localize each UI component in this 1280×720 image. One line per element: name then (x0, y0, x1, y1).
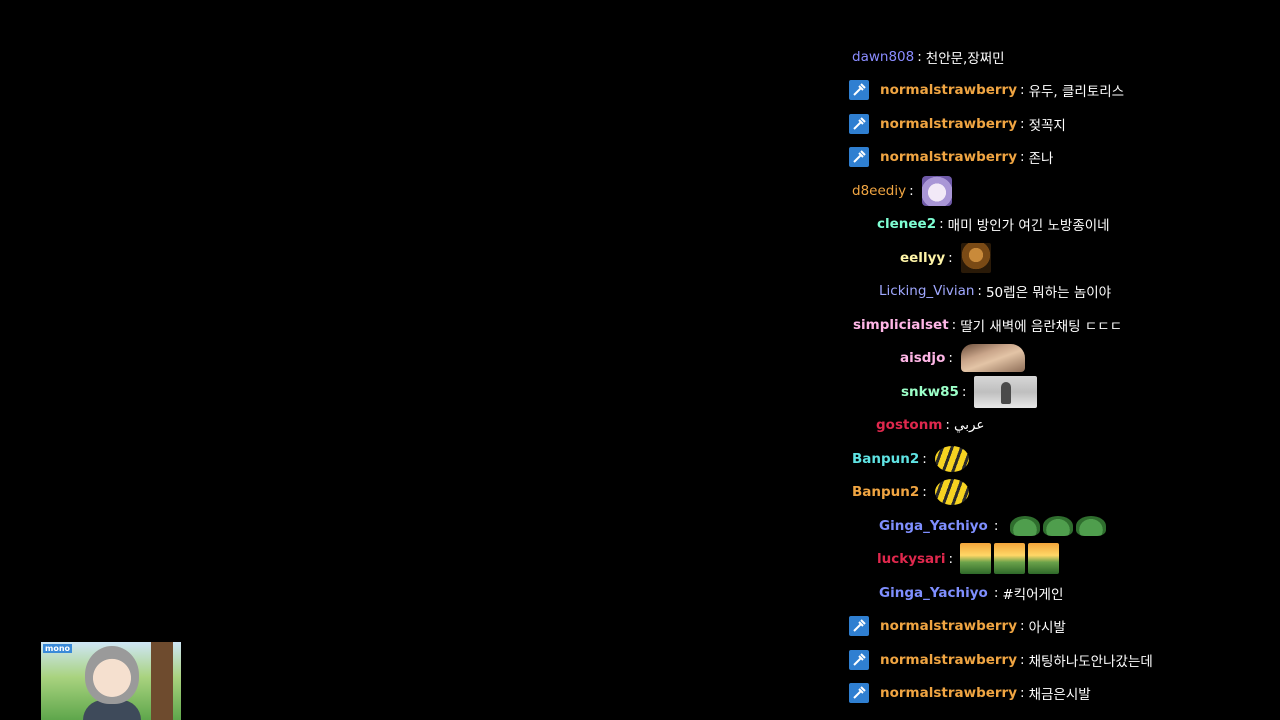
chat-text: 아시발 (1028, 619, 1066, 636)
chat-message: simplicialset : 딸기 새벽에 음란채팅 ㄷㄷㄷ (853, 308, 1122, 341)
chat-username: gostonm (876, 416, 943, 433)
chat-username: aisdjo (900, 349, 946, 366)
chat-username: normalstrawberry (880, 617, 1018, 634)
chat-separator: : (977, 282, 982, 299)
chat-message: normalstrawberry : 유두, 클리토리스 (848, 73, 1124, 106)
chat-separator: : (993, 517, 999, 534)
chat-message: normalstrawberry : 아시발 (848, 609, 1066, 642)
chat-separator: : (961, 383, 967, 400)
chat-text: 채팅하나도안나갔는데 (1028, 653, 1153, 670)
chat-message: dawn808 : 천안문,장쩌민 (852, 40, 1005, 73)
chat-separator: : (1020, 148, 1025, 165)
chat-message: d8eediy : (852, 174, 952, 207)
chat-message: Banpun2 : (852, 442, 969, 475)
chat-message: normalstrawberry : 채금은시발 (848, 676, 1091, 709)
man-emote (974, 375, 1038, 408)
chat-separator: : (917, 48, 922, 65)
chat-separator: : (1020, 684, 1025, 701)
chat-message: normalstrawberry : 존나 (848, 140, 1053, 173)
chat-username: normalstrawberry (880, 115, 1018, 132)
chat-username: normalstrawberry (880, 651, 1018, 668)
bee-emote (934, 478, 969, 505)
chat-message: Licking_Vivian : 50렙은 뭐하는 놈이야 (879, 274, 1111, 307)
chat-username: Ginga_Yachiyo (879, 584, 988, 601)
moderator-sword-icon (849, 113, 869, 134)
chat-username: clenee2 (877, 215, 937, 232)
webcam-overlay: mono (41, 642, 181, 720)
chat-text: 50렙은 뭐하는 놈이야 (985, 284, 1112, 301)
sunset-emote (1028, 543, 1060, 574)
chat-text: 천안문,장쩌민 (925, 50, 1005, 67)
face-emote (960, 242, 991, 273)
chat-separator: : (945, 416, 950, 433)
chat-message: normalstrawberry : 젖꼭지 (848, 107, 1066, 140)
chat-message: luckysari : (877, 542, 1060, 575)
chat-username: simplicialset (853, 316, 949, 333)
avatar-body (83, 700, 141, 720)
chat-username: normalstrawberry (880, 684, 1018, 701)
chat-username: normalstrawberry (880, 148, 1018, 165)
sunset-emote (994, 543, 1026, 574)
chat-separator: : (922, 450, 927, 467)
chat-message: snkw85 : (901, 375, 1038, 408)
webcam-logo: mono (43, 644, 73, 653)
chat-text: عربي (953, 416, 985, 433)
chat-separator: : (948, 349, 953, 366)
chat-username: Ginga_Yachiyo (879, 517, 988, 534)
chat-separator: : (951, 316, 957, 333)
hand-emote (960, 343, 1025, 372)
chat-username: snkw85 (901, 383, 959, 400)
chat-text: #킥어게인 (1002, 586, 1064, 603)
chat-message: Banpun2 : (852, 475, 969, 508)
chat-text: 젖꼭지 (1028, 117, 1066, 134)
pepe-emote (1010, 515, 1041, 536)
chat-message: aisdjo : (900, 341, 1025, 374)
chat-message: eellyy : (900, 241, 991, 274)
chat-username: normalstrawberry (880, 81, 1018, 98)
chat-text: 딸기 새벽에 음란채팅 ㄷㄷㄷ (960, 318, 1123, 335)
chat-username: Banpun2 (852, 450, 920, 467)
chat-username: dawn808 (852, 48, 915, 65)
pepe-emote (1043, 515, 1074, 536)
tree-trunk (151, 642, 173, 720)
chat-username: eellyy (900, 249, 946, 266)
moderator-sword-icon (849, 146, 869, 167)
chat-message: Ginga_Yachiyo : (879, 509, 1107, 542)
chat-separator: : (909, 182, 914, 199)
moderator-sword-icon (849, 682, 869, 703)
chat-text: 채금은시발 (1028, 686, 1091, 703)
chat-separator: : (948, 249, 953, 266)
anime-avatar-icon (85, 646, 139, 704)
chat-message: gostonm : عربي (876, 408, 984, 441)
chat-message: Ginga_Yachiyo : #킥어게인 (879, 576, 1063, 609)
chat-username: luckysari (877, 550, 946, 567)
chat-separator: : (1020, 651, 1025, 668)
chat-separator: : (1020, 115, 1025, 132)
moderator-sword-icon (849, 615, 869, 636)
chat-message: normalstrawberry : 채팅하나도안나갔는데 (848, 643, 1153, 676)
moderator-sword-icon (849, 79, 869, 100)
chat-separator: : (922, 483, 927, 500)
chat-separator: : (948, 550, 954, 567)
bee-emote (934, 445, 969, 472)
pepe-emote (1076, 515, 1107, 536)
chat-text: 존나 (1028, 150, 1054, 167)
chat-message: clenee2 : 매미 방인가 여긴 노방종이네 (877, 207, 1110, 240)
sunset-emote (960, 543, 992, 574)
chat-overlay: dawn808 : 천안문,장쩌민 normalstrawberry : 유두,… (848, 40, 1268, 720)
chat-username: Licking_Vivian (879, 282, 975, 299)
chat-text: 유두, 클리토리스 (1028, 83, 1125, 100)
chat-text: 매미 방인가 여긴 노방종이네 (947, 217, 1110, 234)
girl-emote (921, 175, 952, 206)
chat-separator: : (1020, 81, 1025, 98)
moderator-sword-icon (849, 649, 869, 670)
chat-username: Banpun2 (852, 483, 920, 500)
chat-username: d8eediy (852, 182, 907, 199)
chat-separator: : (939, 215, 944, 232)
chat-separator: : (1020, 617, 1025, 634)
chat-separator: : (993, 584, 999, 601)
